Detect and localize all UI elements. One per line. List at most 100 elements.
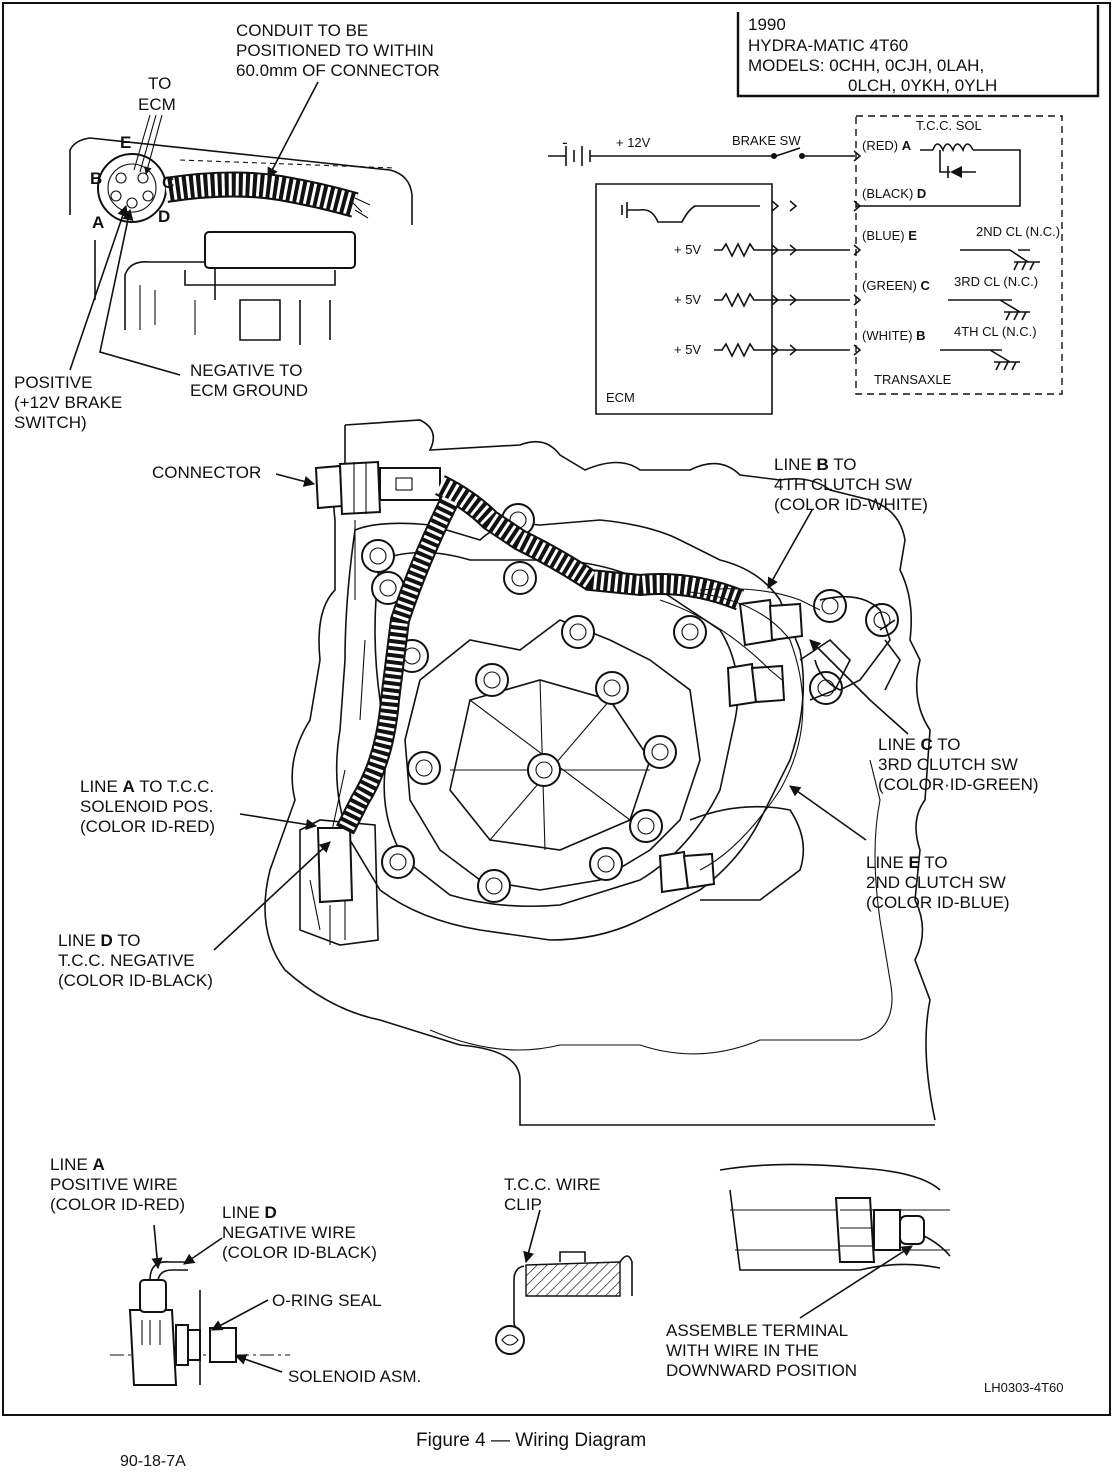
bolt (589, 847, 623, 881)
assemble-line-3: DOWNWARD POSITION (666, 1361, 857, 1380)
year-text: 1990 (748, 15, 786, 34)
bolt (643, 735, 677, 769)
plus-5v-label: + 5V (674, 242, 701, 257)
connector-chevron (789, 294, 798, 306)
bolt-head (485, 877, 503, 895)
plus-12v-label: + 12V (616, 135, 651, 150)
bolt-head (389, 853, 407, 871)
bolt (527, 753, 561, 787)
line-d-callout-1: LINE D TO (58, 931, 141, 950)
connector-chevron (771, 294, 780, 306)
line-a-callout-1: LINE A TO T.C.C. (80, 777, 214, 796)
positive-line-2: (+12V BRAKE (14, 393, 122, 412)
positive-line-1: POSITIVE (14, 373, 92, 392)
bolt (381, 845, 415, 879)
bolt (477, 869, 511, 903)
bolt-head (569, 623, 587, 641)
connector-chevron (853, 150, 862, 162)
bolt (407, 751, 441, 785)
conduit-note-line-2: POSITIONED TO WITHIN (236, 41, 434, 60)
main-callouts: CONNECTOR LINE B TO 4TH CLUTCH SW (COLOR… (58, 455, 1039, 990)
bolt (865, 603, 899, 637)
bolt-head (483, 671, 501, 689)
connector-chevron (789, 200, 798, 212)
figure-frame (2, 2, 1111, 1416)
schematic-row-label: (BLACK) D (862, 186, 926, 201)
detail-line-d-3: (COLOR ID-BLACK) (222, 1243, 377, 1262)
bolt (361, 539, 395, 573)
connector-label: CONNECTOR (152, 463, 261, 482)
pullup-resistor-wire (714, 342, 990, 358)
connector-chevron (771, 344, 780, 356)
connector-chevron (853, 344, 862, 356)
pin-b-label: B (90, 169, 102, 188)
tcc-clip-line-1: T.C.C. WIRE (504, 1175, 600, 1194)
bolt-head (651, 743, 669, 761)
models-line-2: 0LCH, 0YKH, 0YLH (848, 76, 997, 95)
brake-sw-label: BRAKE SW (732, 133, 801, 148)
bolt-head (535, 761, 553, 779)
detail-line-d-1: LINE D (222, 1203, 277, 1222)
connector-chevron (853, 200, 862, 212)
transaxle-label: TRANSAXLE (874, 372, 952, 387)
line-e-callout-1: LINE E TO (866, 853, 948, 872)
connector-chevron (853, 294, 862, 306)
conduit-note-line-1: CONDUIT TO BE (236, 21, 368, 40)
negative-line-2: ECM GROUND (190, 381, 308, 400)
pullup-resistor-wire (714, 292, 1000, 308)
to-ecm-line-2: ECM (138, 95, 176, 114)
line-d-callout-3: (COLOR ID-BLACK) (58, 971, 213, 990)
bolt (595, 671, 629, 705)
pullup-resistor-wire (714, 242, 1010, 258)
assemble-terminal-detail: ASSEMBLE TERMINAL WITH WIRE IN THE DOWNW… (666, 1163, 1064, 1395)
positive-line-3: SWITCH) (14, 413, 87, 432)
battery-minus: - (562, 133, 568, 152)
connector-chevron (789, 344, 798, 356)
ecm-label: ECM (606, 390, 635, 405)
schematic-row-label: (WHITE) B (862, 328, 926, 343)
models-line-1: MODELS: 0CHH, 0CJH, 0LAH, (748, 56, 984, 75)
bolt (503, 561, 537, 595)
connector-chevron (789, 244, 798, 256)
plus-5v-label: + 5V (674, 342, 701, 357)
connector-chevron (771, 200, 780, 212)
page-reference: 90-18-7A (120, 1453, 186, 1470)
to-ecm-line-1: TO (148, 74, 171, 93)
bolt-head (511, 569, 529, 587)
connector-chevron (771, 244, 780, 256)
assemble-line-1: ASSEMBLE TERMINAL (666, 1321, 848, 1340)
line-b-callout-2: 4TH CLUTCH SW (774, 475, 912, 494)
bolt (475, 663, 509, 697)
conduit-note-line-3: 60.0mm OF CONNECTOR (236, 61, 440, 80)
bolt-head (369, 547, 387, 565)
detail-line-a-2: POSITIVE WIRE (50, 1175, 178, 1194)
o-ring-label: O-RING SEAL (272, 1291, 382, 1310)
tcc-sol-label: T.C.C. SOL (916, 118, 982, 133)
figure-code: LH0303-4T60 (984, 1380, 1064, 1395)
pin-d-label: D (158, 207, 170, 226)
bolt (561, 615, 595, 649)
bolt-head (637, 817, 655, 835)
bolt-head (597, 855, 615, 873)
pin-c-label: C (162, 173, 174, 192)
line-a-callout-2: SOLENOID POS. (80, 797, 213, 816)
negative-line-1: NEGATIVE TO (190, 361, 302, 380)
bolt (673, 615, 707, 649)
model-name-text: HYDRA-MATIC 4T60 (748, 36, 908, 55)
tcc-wire-clip-detail: T.C.C. WIRE CLIP (495, 1175, 633, 1355)
line-a-callout-3: (COLOR ID-RED) (80, 817, 215, 836)
schematic-clutch-label: 3RD CL (N.C.) (954, 274, 1038, 289)
bolt-head (379, 579, 397, 597)
bolt-head (415, 759, 433, 777)
line-d-callout-2: T.C.C. NEGATIVE (58, 951, 195, 970)
connector-detail: B E C A D TO ECM CONDUIT TO BE POSITIONE… (14, 21, 440, 432)
detail-line-a-3: (COLOR ID-RED) (50, 1195, 185, 1214)
detail-line-d-2: NEGATIVE WIRE (222, 1223, 356, 1242)
connector-chevron (853, 244, 862, 256)
pin-e-label: E (120, 133, 131, 152)
figure-caption: Figure 4 — Wiring Diagram (416, 1430, 646, 1451)
tcc-clip-line-2: CLIP (504, 1195, 542, 1214)
assemble-line-2: WITH WIRE IN THE (666, 1341, 819, 1360)
line-e-callout-2: 2ND CLUTCH SW (866, 873, 1006, 892)
schematic-clutch-label: 4TH CL (N.C.) (954, 324, 1037, 339)
